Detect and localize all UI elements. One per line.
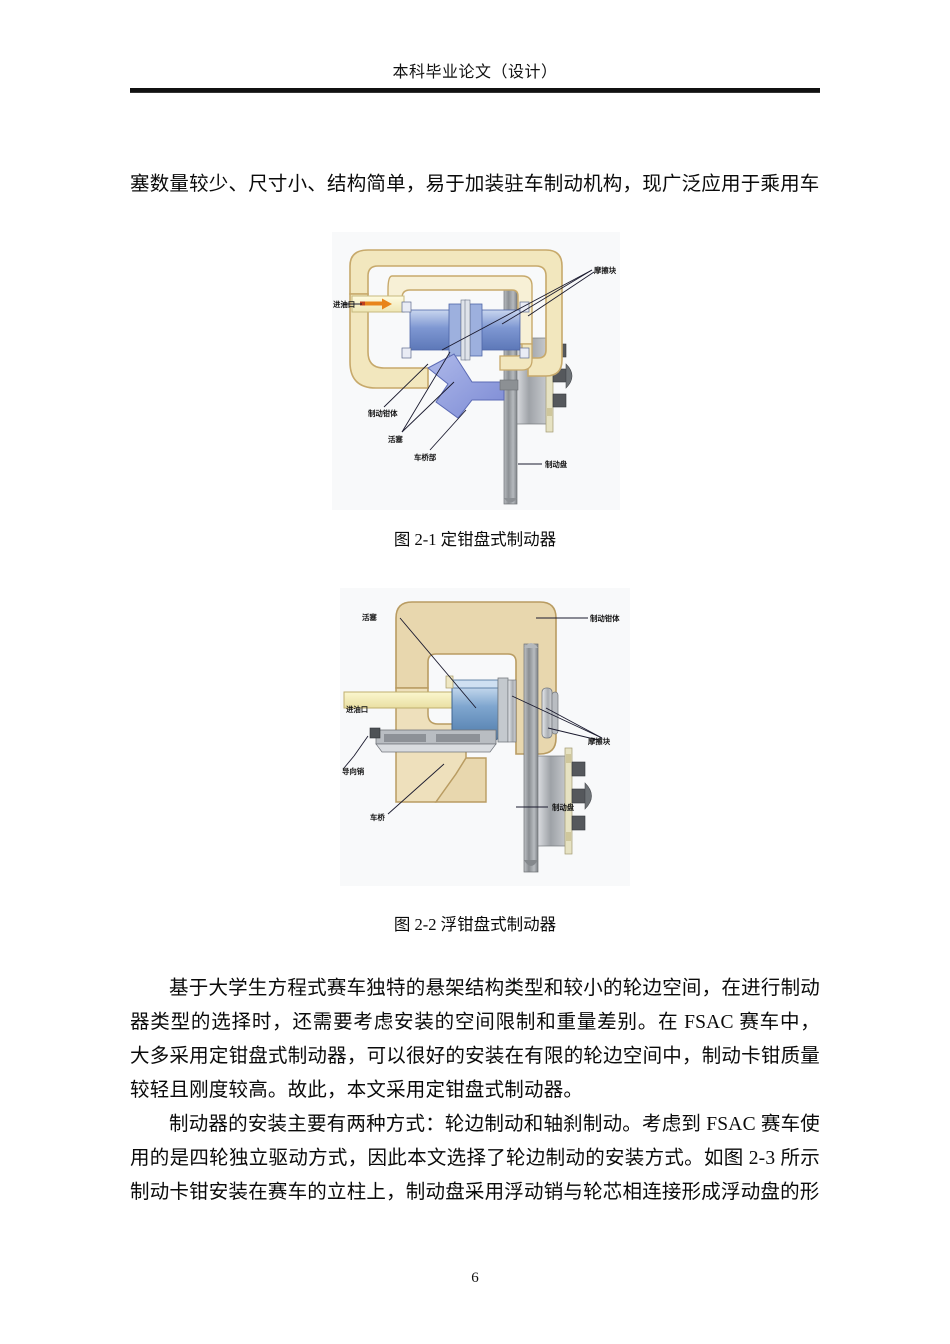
fig2-label-axle: 车桥 bbox=[370, 813, 385, 822]
fig1-label-oil-inlet: 进油口 bbox=[333, 300, 355, 309]
fig2-label-caliper-body: 制动钳体 bbox=[590, 614, 620, 623]
figure-2-1-fixed-caliper-brake: 进油口 制动钳体 活塞 车桥部 摩擦块 制动盘 bbox=[332, 232, 620, 510]
paragraph-brake-mounting: 制动器的安装主要有两种方式：轮边制动和轴刹制动。考虑到 FSAC 赛车使用的是四… bbox=[130, 1114, 820, 1203]
fig1-label-caliper-body: 制动钳体 bbox=[368, 409, 398, 418]
hub-assembly bbox=[537, 747, 592, 855]
fig2-label-piston: 活塞 bbox=[362, 613, 377, 622]
header-divider-rule bbox=[130, 88, 820, 93]
guide-pin bbox=[369, 727, 497, 753]
fig1-label-friction-pad: 摩擦块 bbox=[593, 266, 617, 275]
paragraph-brake-type-selection: 基于大学生方程式赛车独特的悬架结构类型和较小的轮边空间，在进行制动器类型的选择时… bbox=[130, 978, 820, 1101]
paragraph-continuation: 塞数量较少、尺寸小、结构简单，易于加装驻车制动机构，现广泛应用于乘用车 bbox=[130, 174, 820, 195]
oil-flow-arrow bbox=[360, 298, 392, 310]
figure-2-1-caption: 图 2-1 定钳盘式制动器 bbox=[393, 530, 557, 549]
figure-2-2-floating-caliper-brake: 活塞 进油口 制动钳体 导向销 车桥 摩擦块 制动盘 bbox=[340, 588, 630, 886]
fig1-label-piston: 活塞 bbox=[388, 435, 403, 444]
figure-2-2-caption: 图 2-2 浮钳盘式制动器 bbox=[393, 915, 557, 934]
piston-left bbox=[401, 299, 467, 361]
piston-right bbox=[464, 299, 530, 361]
page-header-title: 本科毕业论文（设计） bbox=[392, 64, 558, 81]
fig2-label-friction-pad: 摩擦块 bbox=[587, 737, 611, 746]
fig2-label-guide-pin: 导向销 bbox=[342, 767, 365, 776]
fig2-label-oil-inlet: 进油口 bbox=[346, 705, 368, 714]
fig1-label-axle-part: 车桥部 bbox=[414, 453, 437, 462]
fig1-label-brake-disc: 制动盘 bbox=[545, 460, 568, 469]
page-number: 6 bbox=[471, 1270, 479, 1286]
fig2-label-brake-disc: 制动盘 bbox=[552, 803, 575, 812]
